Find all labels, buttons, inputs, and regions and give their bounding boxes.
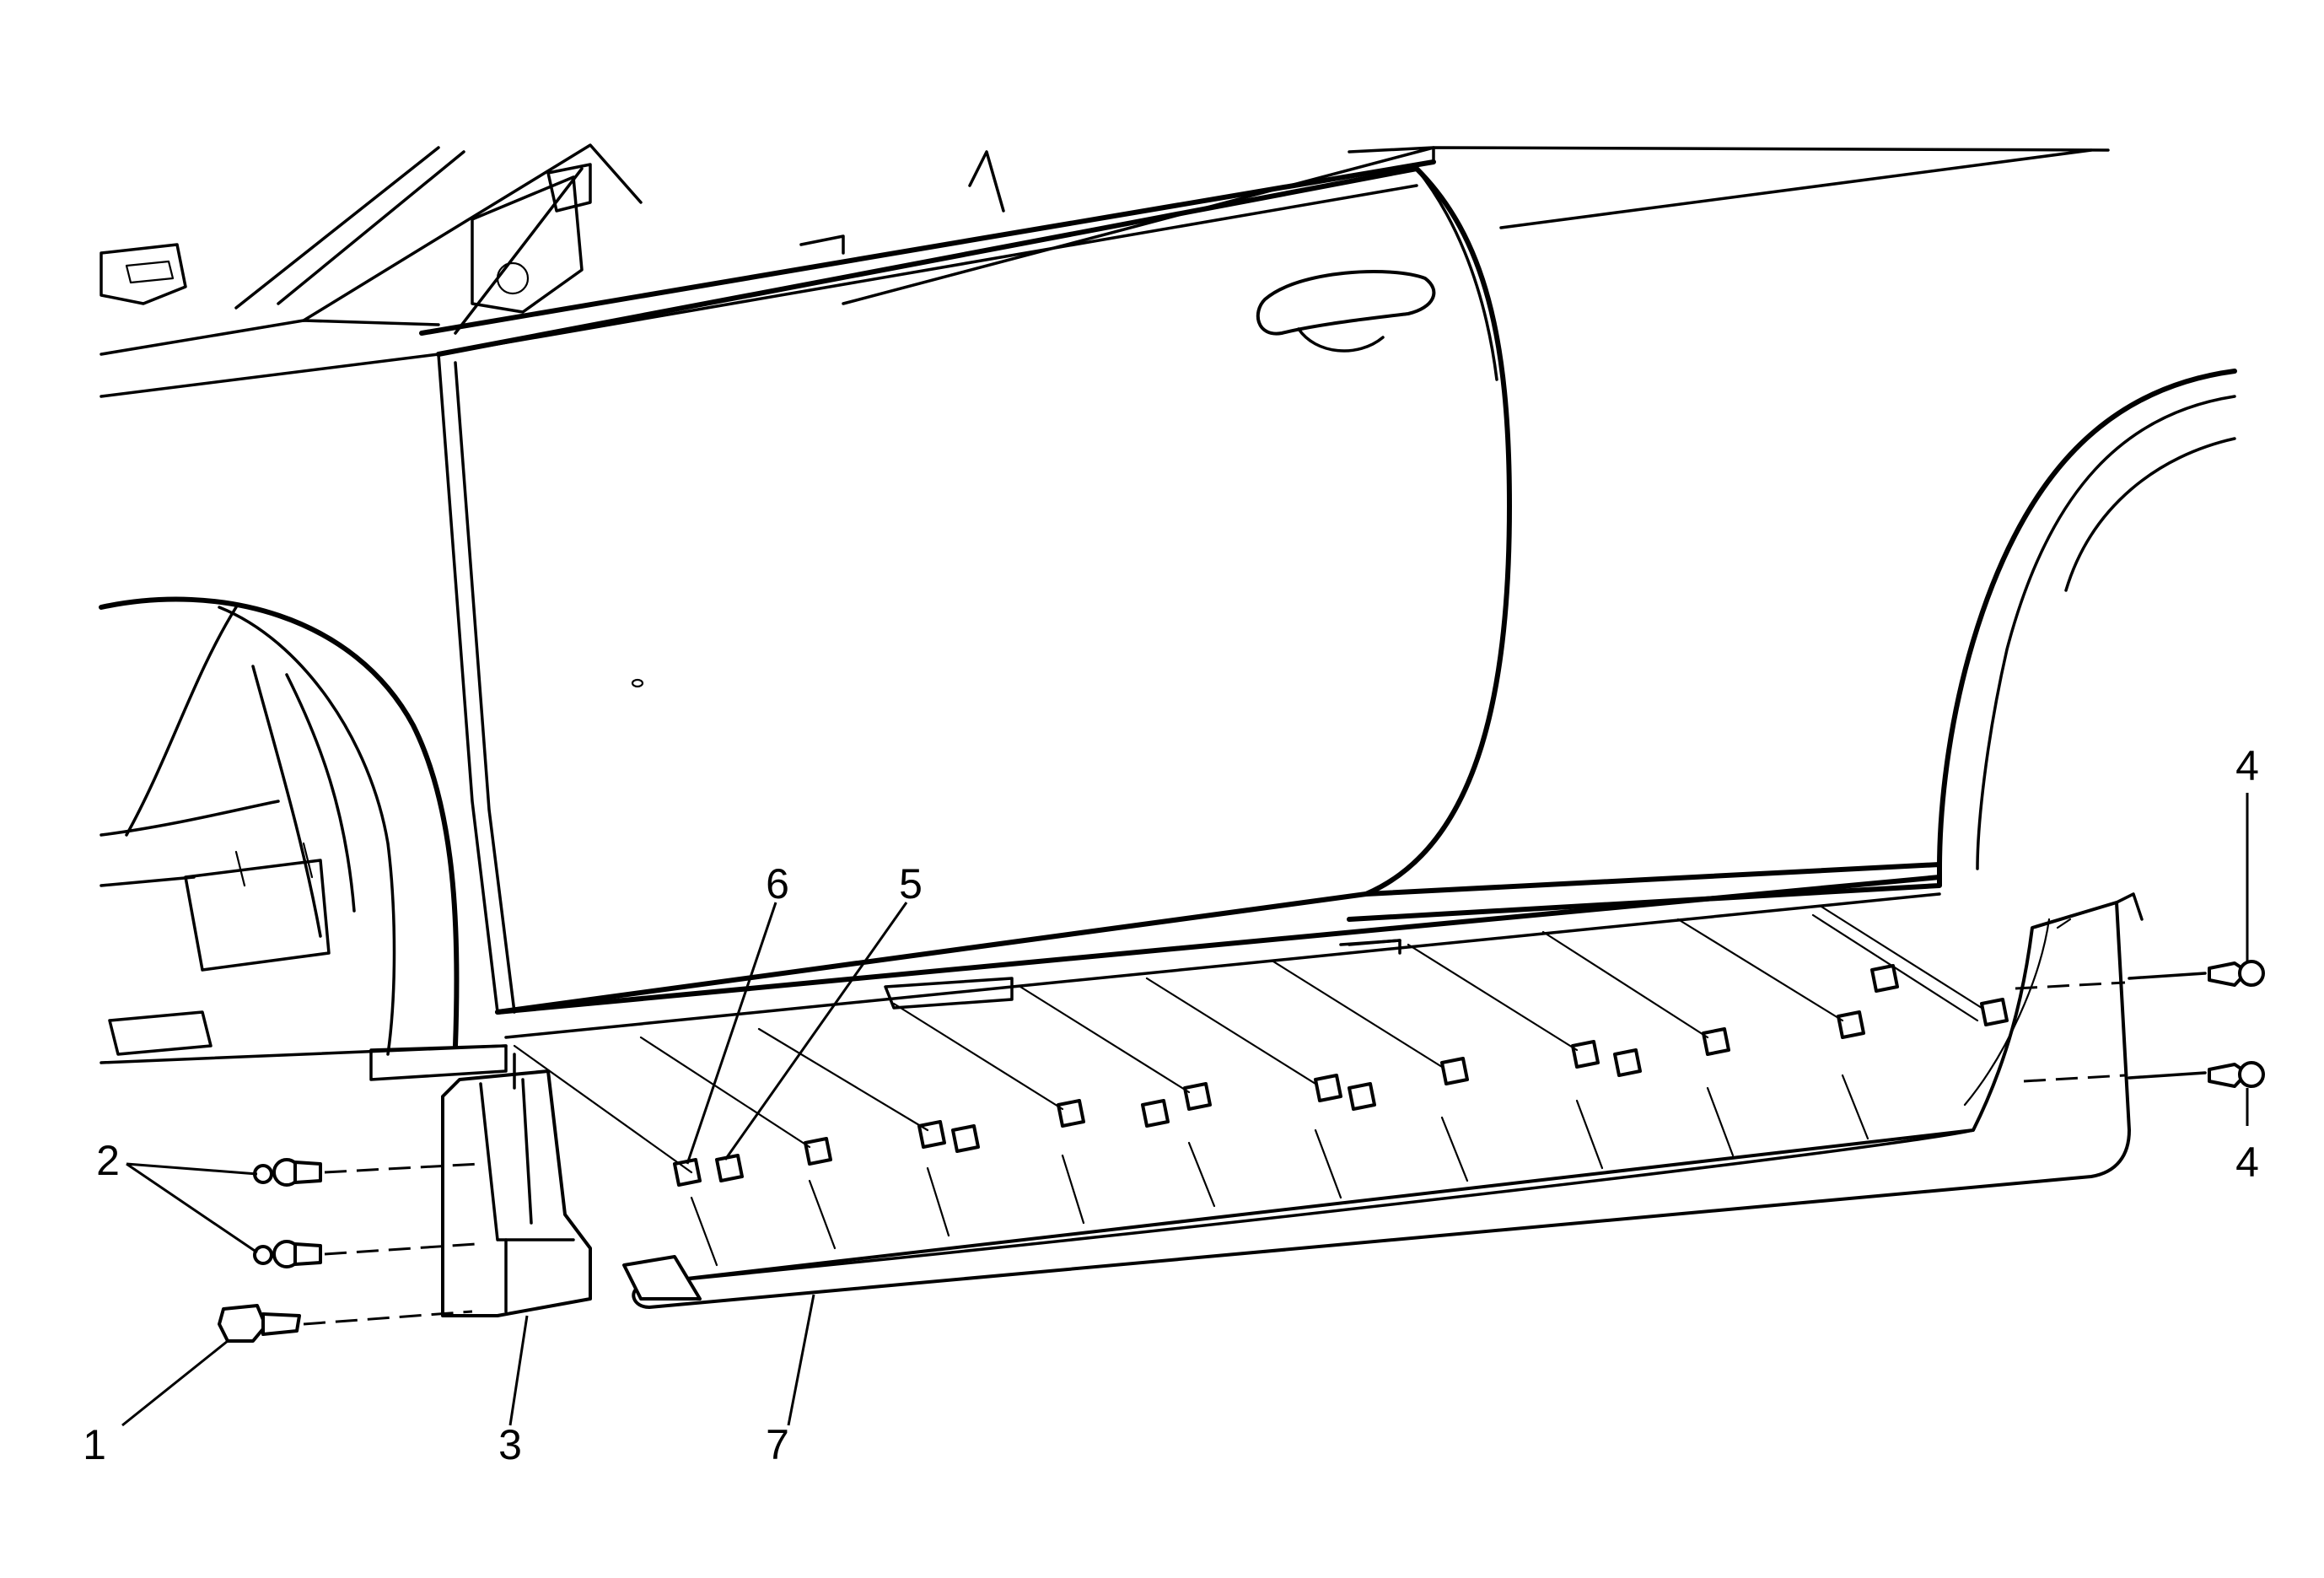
callout-1: 1 (83, 1421, 106, 1468)
screw-part-1 (218, 1304, 301, 1343)
push-pin-retainers-part-4 (2208, 960, 2265, 1088)
molding-clip-array (673, 964, 2009, 1187)
vehicle-body (99, 143, 2237, 1081)
callout-6: 6 (766, 860, 789, 907)
rocker-molding-part-7 (513, 892, 2144, 1309)
callout-4-top: 4 (2235, 742, 2259, 789)
callout-7: 7 (766, 1421, 789, 1468)
callout-5: 5 (899, 860, 923, 907)
callout-3: 3 (498, 1421, 522, 1468)
callout-labels: 1 2 3 4 4 5 6 7 (83, 742, 2259, 1468)
callout-4-bottom: 4 (2235, 1139, 2259, 1186)
assembly-dashed-lines (303, 972, 2207, 1326)
push-pin-retainers-part-2 (253, 1158, 322, 1268)
callout-2: 2 (96, 1137, 120, 1184)
callout-leaders (121, 793, 2249, 1427)
clip-alignment-lines (513, 905, 1983, 1267)
front-extension-part-3 (441, 1053, 592, 1317)
